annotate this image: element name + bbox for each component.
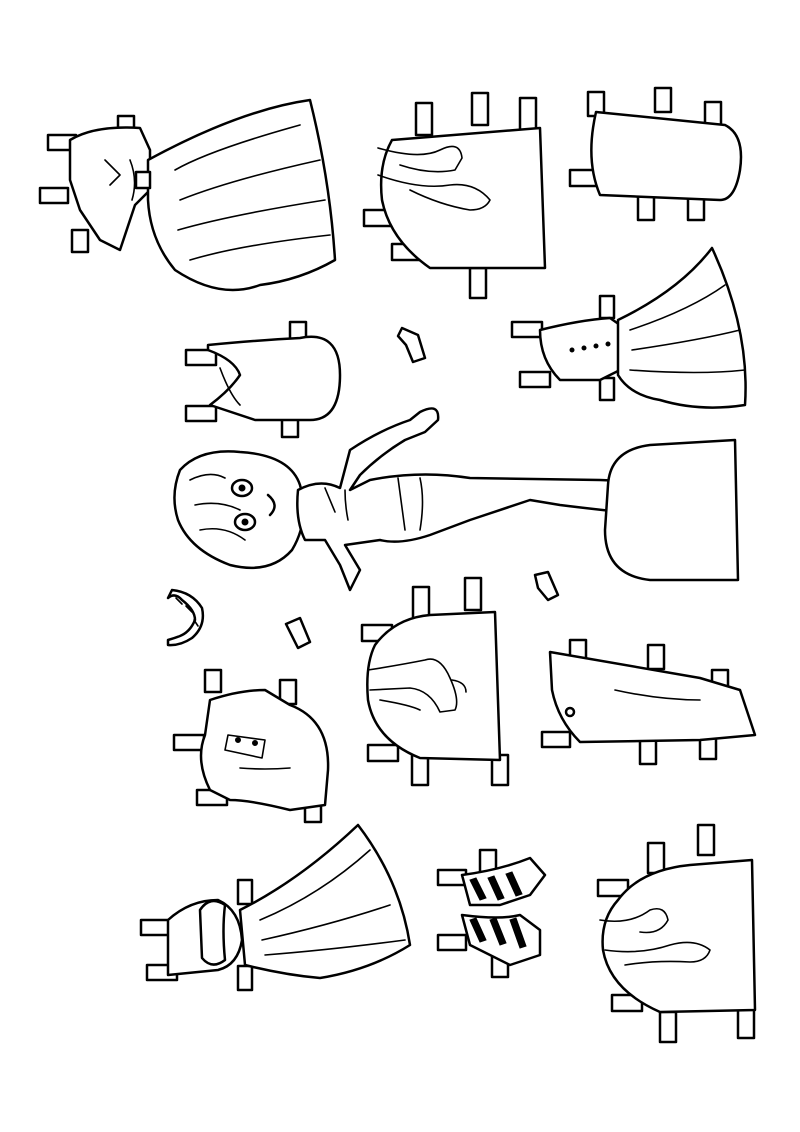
necklace	[166, 588, 205, 647]
full-skirt-dress	[510, 246, 747, 409]
long-gown	[38, 98, 337, 292]
striped-boots	[436, 848, 547, 979]
tank-top	[184, 320, 342, 439]
heels-pair-1	[362, 91, 547, 300]
party-dress	[139, 823, 412, 992]
bare-feet-stand	[603, 438, 740, 582]
sandals	[360, 576, 510, 787]
jacket	[172, 668, 330, 824]
bracelets	[284, 326, 560, 650]
pants	[540, 638, 757, 766]
heels-pair-2	[596, 823, 757, 1044]
shorts	[568, 86, 743, 222]
